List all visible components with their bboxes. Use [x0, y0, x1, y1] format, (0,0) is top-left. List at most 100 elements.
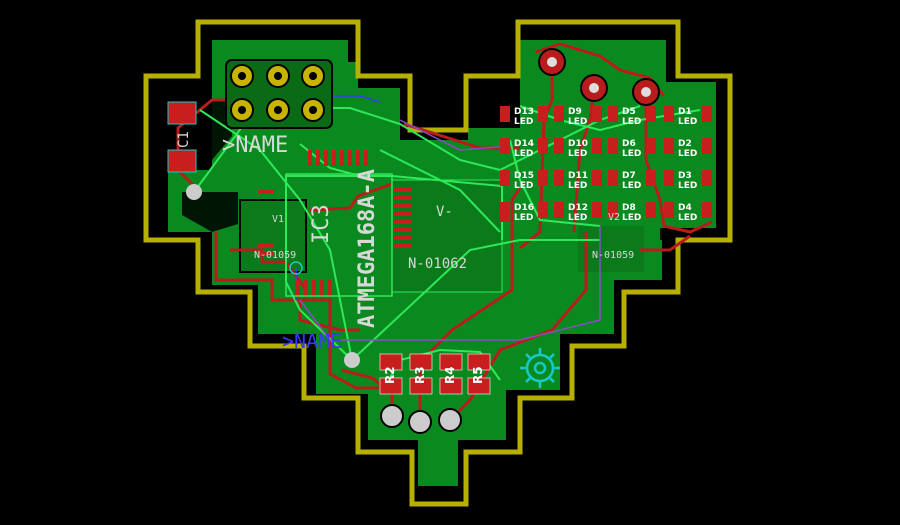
led-type-label: LED — [568, 117, 587, 127]
r5-label: R5 — [471, 366, 485, 384]
led-pad — [592, 138, 602, 154]
led-ref-label: D9 — [568, 107, 582, 117]
led-type-label: LED — [514, 117, 533, 127]
led-ref-label: D5 — [622, 107, 636, 117]
led-type-label: LED — [514, 181, 533, 191]
led-pad — [500, 138, 510, 154]
led-ref-label: D4 — [678, 203, 692, 213]
led-type-label: LED — [622, 149, 641, 159]
led-pad — [608, 138, 618, 154]
chip-name-label: ATMEGA168A-A — [355, 169, 380, 328]
board-outline — [143, 19, 733, 507]
led-pad — [538, 202, 548, 218]
bottom-name-label: >NAME — [282, 329, 342, 353]
led-pad — [664, 170, 674, 186]
header-name-label: >NAME — [222, 133, 288, 158]
led-type-label: LED — [568, 181, 587, 191]
c1-pad-bottom — [167, 149, 197, 173]
c1-label: C1 — [176, 131, 192, 148]
v1-label: V1 — [272, 214, 284, 225]
led-type-label: LED — [678, 117, 697, 127]
v2-area — [578, 226, 644, 272]
led-type-label: LED — [678, 213, 697, 223]
led-ref-label: D13 — [514, 107, 534, 117]
r2-label: R2 — [383, 366, 397, 384]
led-pad — [554, 202, 564, 218]
v1-pads — [258, 190, 274, 194]
led-type-label: LED — [622, 181, 641, 191]
led-pad — [608, 202, 618, 218]
led-type-label: LED — [568, 213, 587, 223]
led-pad — [554, 138, 564, 154]
led-type-label: LED — [678, 181, 697, 191]
led-pad — [538, 106, 548, 122]
led-ref-label: D2 — [678, 139, 692, 149]
led-type-label: LED — [622, 213, 641, 223]
led-ref-label: D16 — [514, 203, 534, 213]
v1-pad — [258, 252, 274, 256]
led-ref-label: D15 — [514, 171, 534, 181]
ic3-outline — [285, 173, 393, 297]
led-pad — [500, 106, 510, 122]
led-pad — [554, 170, 564, 186]
led-pad — [664, 138, 674, 154]
led-pad — [538, 170, 548, 186]
center-part-number: N-01062 — [408, 256, 467, 272]
led-pad — [702, 170, 712, 186]
led-pad — [554, 106, 564, 122]
led-grid: D13LEDD9LEDD5LEDD1LEDD14LEDD10LEDD6LEDD2… — [500, 106, 712, 223]
copper-clearance — [182, 192, 238, 232]
r3-label: R3 — [413, 366, 427, 384]
led-type-label: LED — [678, 149, 697, 159]
led-ref-label: D1 — [678, 107, 692, 117]
led-pad — [592, 202, 602, 218]
led-ref-label: D7 — [622, 171, 636, 181]
ic3-label: IC3 — [309, 204, 334, 244]
copper-clearance — [660, 228, 716, 240]
led-ref-label: D6 — [622, 139, 636, 149]
led-pad — [702, 138, 712, 154]
r4-label: R4 — [443, 366, 457, 384]
led-ref-label: D12 — [568, 203, 588, 213]
right-part-number: N-01059 — [592, 250, 634, 261]
led-type-label: LED — [514, 149, 533, 159]
v2-label: V2 — [608, 212, 620, 223]
led-pad — [702, 202, 712, 218]
oshw-gear-icon — [520, 348, 560, 388]
led-ref-label: D3 — [678, 171, 692, 181]
c1-pad-top — [167, 101, 197, 125]
led-type-label: LED — [568, 149, 587, 159]
v1-pad — [258, 244, 274, 248]
ic3-pin1-marker — [289, 261, 303, 275]
led-pad — [702, 106, 712, 122]
led-pad — [608, 170, 618, 186]
v-minus-label: V- — [436, 204, 453, 220]
led-pad — [608, 106, 618, 122]
led-pad — [646, 202, 656, 218]
led-ref-label: D10 — [568, 139, 588, 149]
led-pad — [500, 202, 510, 218]
led-pad — [500, 170, 510, 186]
led-pad — [646, 138, 656, 154]
resistor-pads — [379, 353, 491, 395]
led-ref-label: D8 — [622, 203, 636, 213]
through-holes — [186, 48, 660, 434]
led-pad — [646, 106, 656, 122]
led-ref-label: D14 — [514, 139, 534, 149]
